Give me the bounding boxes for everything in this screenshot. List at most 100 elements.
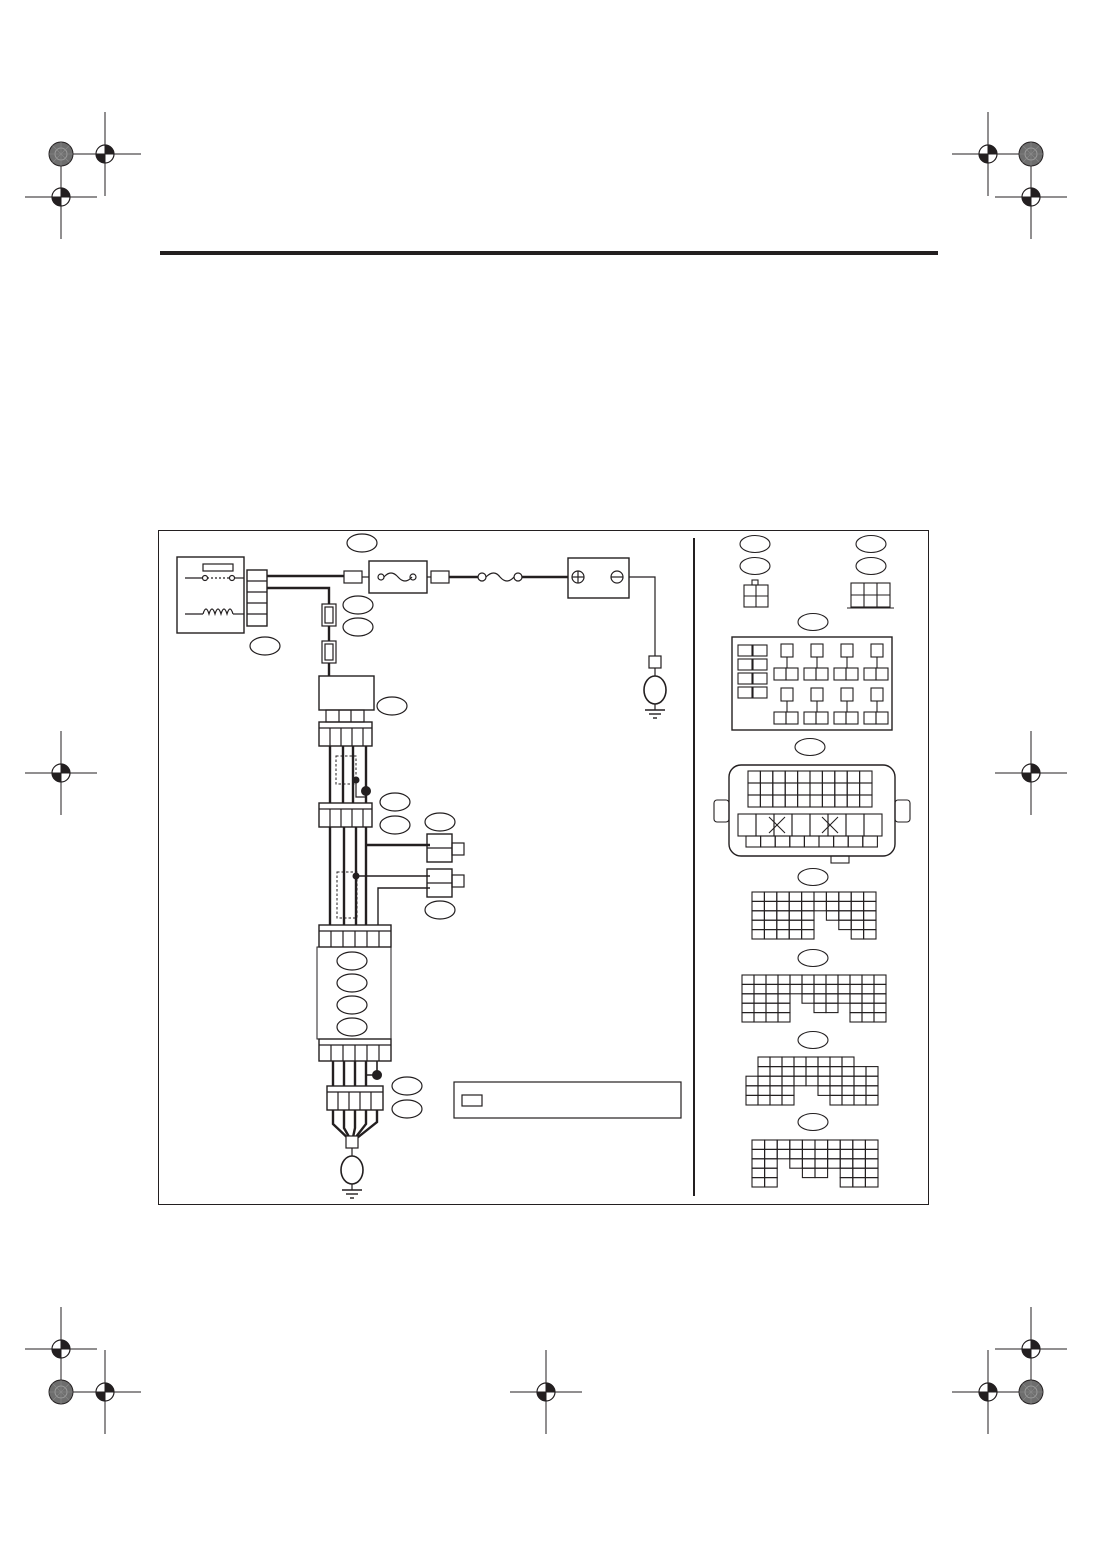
cavity <box>865 1066 879 1077</box>
bubble-branch-b <box>424 900 456 920</box>
cavity <box>825 891 840 902</box>
cavity <box>846 770 861 784</box>
cavity <box>776 919 790 931</box>
cavity <box>810 687 824 702</box>
cavity <box>821 794 836 808</box>
cavity <box>737 672 753 685</box>
cavity <box>863 711 877 725</box>
cavity <box>765 1002 779 1014</box>
cavity <box>763 891 778 902</box>
cavity <box>825 983 839 995</box>
cavity <box>789 1139 803 1150</box>
cavity <box>763 929 778 940</box>
cavity <box>752 686 768 699</box>
cavity <box>845 813 865 837</box>
cavity <box>849 993 863 1004</box>
cavity <box>870 687 884 702</box>
bubble-fuse-joint-b <box>342 617 374 637</box>
cavity <box>801 891 815 902</box>
cavity <box>752 644 768 657</box>
cavity <box>777 1002 791 1014</box>
cavity <box>776 891 790 902</box>
cavity <box>853 1075 867 1087</box>
cavity <box>810 643 824 658</box>
cavity <box>797 794 811 808</box>
cavity <box>841 1056 855 1068</box>
cavity <box>834 794 848 808</box>
battery-icon <box>567 557 630 599</box>
cavity <box>863 929 877 940</box>
cavity <box>837 974 851 985</box>
cavity <box>809 794 823 808</box>
cavity <box>789 1148 803 1160</box>
cavity <box>813 983 827 995</box>
cavity <box>745 1094 759 1106</box>
cavity <box>764 1177 778 1188</box>
cavity <box>873 1002 887 1014</box>
cavity <box>801 1148 816 1160</box>
cavity <box>827 1148 841 1160</box>
cavity <box>801 974 815 985</box>
cavity <box>841 1066 855 1077</box>
cavity <box>757 1056 771 1068</box>
cavity <box>834 782 848 796</box>
cavity <box>772 782 786 796</box>
cavity <box>801 910 815 921</box>
cavity <box>801 993 815 1004</box>
cavity <box>825 993 839 1004</box>
cavity <box>813 900 827 912</box>
cavity <box>760 835 776 848</box>
cavity <box>846 794 861 808</box>
cavity <box>764 1139 778 1150</box>
cavity <box>846 782 861 796</box>
cavity <box>833 835 849 848</box>
cavity <box>757 1066 771 1077</box>
cavity <box>813 1002 827 1014</box>
cavity <box>753 983 767 995</box>
bubble-branch-a <box>424 812 456 832</box>
cavity <box>777 983 791 995</box>
cavity <box>776 1139 791 1150</box>
cavity <box>814 1158 829 1169</box>
cavity <box>829 1085 843 1096</box>
cavity <box>873 974 887 985</box>
cavity <box>737 644 753 657</box>
ecm-connector-view <box>728 764 896 857</box>
cavity <box>803 667 817 681</box>
cavity <box>852 1148 866 1160</box>
cavity <box>850 891 865 902</box>
cavity <box>837 983 851 995</box>
cavity <box>765 1012 779 1023</box>
cavity <box>841 1075 855 1087</box>
cavity <box>789 983 803 995</box>
cavity <box>864 1177 879 1188</box>
cavity <box>827 1139 841 1150</box>
cavity <box>789 974 803 985</box>
cavity <box>805 1056 819 1068</box>
cavity <box>839 1139 854 1150</box>
cavity <box>829 1056 843 1068</box>
bubble-joint-b <box>379 815 411 835</box>
cavity <box>833 711 847 725</box>
cavity <box>853 1094 867 1106</box>
cavity <box>765 983 779 995</box>
bubble-unit-3 <box>336 995 368 1015</box>
cavity <box>776 929 790 940</box>
cavity <box>863 900 877 912</box>
cavity <box>817 1056 831 1068</box>
cavity <box>814 1167 829 1179</box>
cavity <box>755 813 775 837</box>
cavity <box>776 910 790 921</box>
cavity <box>745 1075 759 1087</box>
cavity <box>805 1075 819 1087</box>
diagram-frame <box>158 530 929 1205</box>
cavity <box>864 1139 879 1150</box>
cavity <box>784 782 799 796</box>
cavity <box>817 1075 831 1087</box>
cavity <box>785 711 799 725</box>
bubble-unit-1 <box>336 951 368 971</box>
cavity <box>785 667 799 681</box>
cavity <box>850 929 865 940</box>
cavity <box>777 1012 791 1023</box>
cavity <box>845 711 859 725</box>
